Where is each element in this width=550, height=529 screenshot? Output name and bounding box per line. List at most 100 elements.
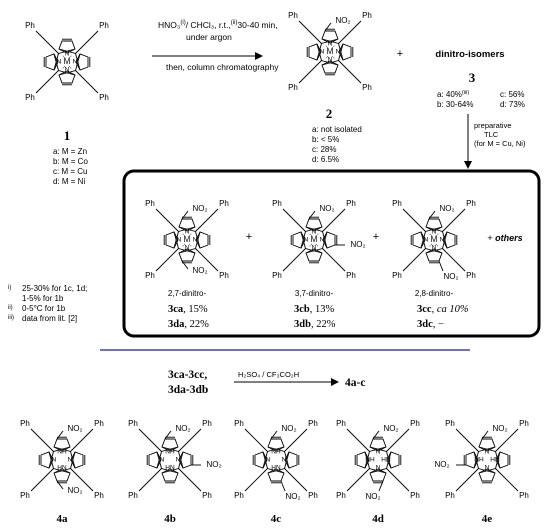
pyrrole-ring: [412, 231, 426, 249]
nitro-bond: [280, 480, 286, 492]
phenyl-bond: [402, 208, 426, 232]
pyrrole-ring: [305, 218, 323, 232]
pyrrole-ring: [178, 451, 192, 469]
svg-text:0-5°C for 1b: 0-5°C for 1b: [22, 304, 66, 313]
phenyl-bond: [75, 70, 99, 94]
pyrrole-ring: [369, 438, 387, 452]
svg-text:preparative: preparative: [474, 121, 512, 130]
nitrogen-atom: N: [320, 237, 325, 244]
compound-3-label: 3: [469, 70, 476, 85]
phenyl-group: Ph: [94, 419, 104, 428]
nitro-bond: [270, 430, 278, 440]
nitrogen-atom: N: [432, 229, 437, 236]
nitrogen-atom: N: [432, 245, 437, 252]
phenyl-group: Ph: [410, 491, 420, 500]
metal-center: M: [64, 57, 71, 66]
pyrrole-ring: [305, 248, 323, 262]
coordination-bond: [324, 44, 336, 60]
reaction-2-reactants-1: 3ca-3cc,: [168, 369, 207, 381]
nitro-bond: [164, 430, 172, 440]
svg-text:a: not isolated: a: not isolated: [312, 125, 362, 134]
pyrrole-ring: [178, 218, 196, 232]
nitro-group: NO₂: [192, 204, 207, 213]
metal-center: M: [184, 235, 191, 244]
pyrrole-ring: [148, 451, 162, 469]
svg-text:b: 30-64%: b: 30-64%: [437, 100, 473, 109]
phenyl-group: Ph: [346, 199, 356, 208]
nitrogen-atom: N: [282, 457, 287, 464]
phenyl-bond: [244, 468, 268, 492]
nitrogen-atom: N: [185, 245, 190, 252]
pyrrole-ring: [292, 231, 306, 249]
nitrogen-atom: N: [485, 465, 490, 472]
phenyl-bond: [138, 428, 162, 452]
nitrogen-atom: N: [485, 449, 490, 456]
nitro-group: NO₂: [285, 492, 300, 501]
phenyl-bond: [322, 208, 346, 232]
nitrogen-atom: N: [320, 49, 325, 56]
reaction-2-product: 4a-c: [345, 377, 365, 389]
dinitro-isomers-text: dinitro-isomers: [435, 49, 504, 60]
phenyl-group: Ph: [362, 83, 372, 92]
compound-2-yields: a: not isolated b: < 5% c: 28% d: 6.5%: [312, 125, 362, 164]
pyrrole-ring: [308, 43, 322, 61]
phenyl-group: Ph: [466, 199, 476, 208]
nitro-group: NO₂: [175, 424, 190, 433]
nitrogen-atom: N: [424, 237, 429, 244]
phenyl-bond: [495, 468, 519, 492]
phenyl-group: Ph: [308, 491, 318, 500]
nitrogen-atom: N: [266, 457, 271, 464]
nitro-bond: [181, 210, 189, 220]
phenyl-group: Ph: [519, 491, 529, 500]
phenyl-bond: [386, 468, 410, 492]
isomer-box: [122, 169, 541, 338]
svg-text:d: M = Ni: d: M = Ni: [53, 177, 85, 186]
nitrogen-atom: N: [328, 41, 333, 48]
phenyl-group: Ph: [346, 271, 356, 280]
phenyl-bond: [35, 30, 59, 54]
pyrrole-ring: [161, 468, 179, 482]
pyrrole-ring: [195, 231, 209, 249]
pyrrole-ring: [322, 231, 336, 249]
pyrrole-ring: [178, 248, 196, 262]
nitrogen-atom: N: [65, 51, 70, 58]
footnotes: i) 25-30% for 1c, 1d; 1-5% for 1b ii) 0-…: [8, 284, 87, 323]
isomer-2-7-label: 2,7-dinitro- 3ca, 15% 3da, 22%: [168, 289, 209, 330]
phenyl-bond: [495, 428, 519, 452]
nitrogen-atom: HN: [271, 465, 281, 472]
phenyl-group: Ph: [362, 11, 372, 20]
phenyl-bond: [284, 428, 308, 452]
phenyl-group: Ph: [272, 271, 282, 280]
nitrogen-atom: N: [193, 237, 198, 244]
phenyl-bond: [455, 468, 479, 492]
nitrogen-atom: N: [65, 67, 70, 74]
phenyl-bond: [282, 248, 306, 272]
nitro-bond: [428, 210, 436, 220]
phenyl-bond: [284, 468, 308, 492]
pyrrole-ring: [70, 451, 84, 469]
product-4a-label: 4a: [57, 513, 69, 525]
svg-text:ii): ii): [8, 305, 13, 311]
phenyl-group: Ph: [128, 419, 138, 428]
condition-atmosphere: under argon: [186, 32, 232, 42]
isomer-2-8-label: 2,8-dinitro- 3cc, ca 10% 3dc, −: [415, 289, 469, 330]
nitrogen-atom: N: [176, 457, 181, 464]
plus-others: + others: [487, 233, 522, 243]
nitrogen-atom: N: [440, 237, 445, 244]
nitrogen-atom: N: [177, 237, 182, 244]
svg-text:2,8-dinitro-: 2,8-dinitro-: [415, 289, 454, 298]
svg-text:(for M = Cu, Ni): (for M = Cu, Ni): [474, 139, 526, 148]
pyrrole-ring: [75, 53, 89, 71]
pyrrole-ring: [40, 451, 54, 469]
nitro-bond: [378, 480, 384, 492]
plus-sign-3: +: [373, 231, 379, 243]
phenyl-group: Ph: [219, 271, 229, 280]
pyrrole-ring: [425, 218, 443, 232]
nitro-group: NO₂: [365, 492, 380, 501]
nitro-bond: [181, 260, 189, 270]
phenyl-bond: [244, 428, 268, 452]
phenyl-group: Ph: [145, 271, 155, 280]
